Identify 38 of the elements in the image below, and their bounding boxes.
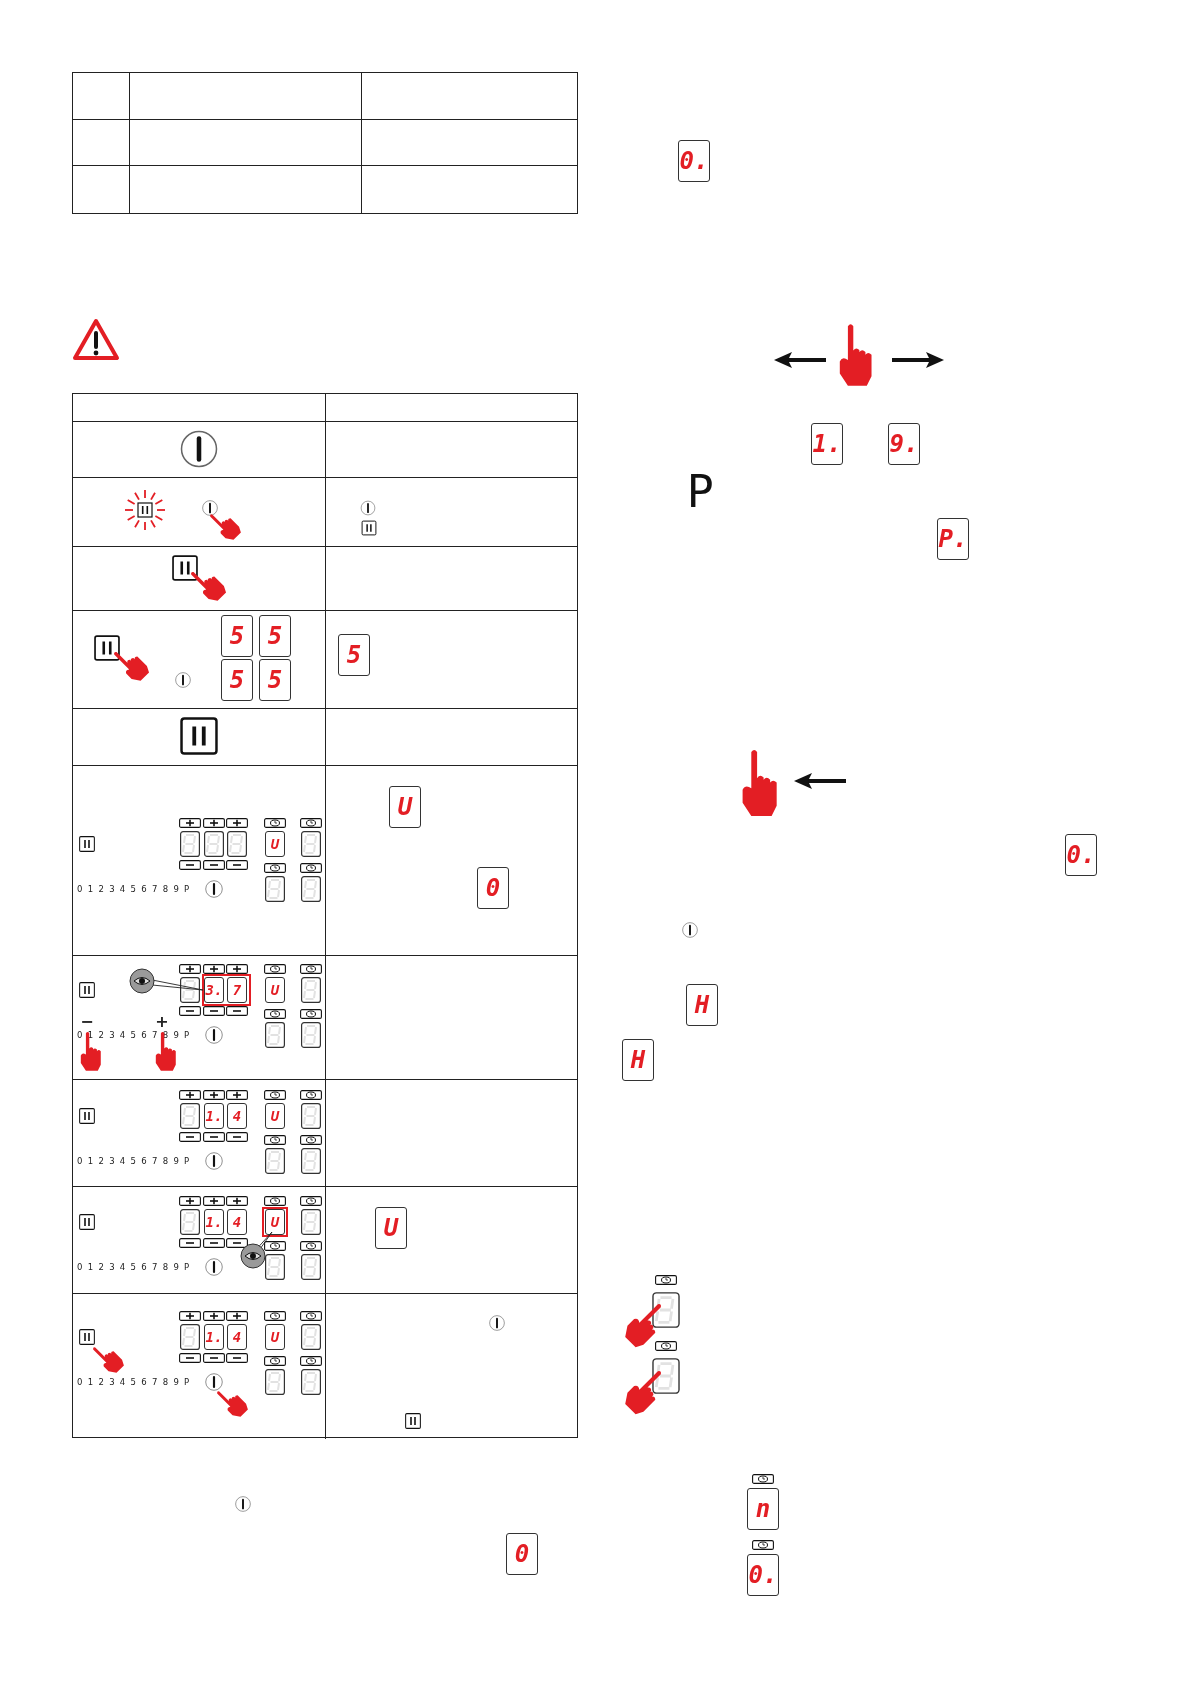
segment-display: 5 <box>221 615 253 657</box>
segment-display: U <box>265 977 285 1003</box>
segment-display: U <box>265 1209 285 1235</box>
power-level-scale: 0 1 2 3 4 5 6 7 8 9 P <box>77 1156 190 1166</box>
segment-display: 4 <box>227 1324 247 1350</box>
segment-display: n <box>747 1488 779 1530</box>
segment-display: 1. <box>811 423 843 465</box>
segment-display: H <box>686 984 718 1026</box>
power-level-scale: 0 1 2 3 4 5 6 7 8 9 P <box>77 1262 190 1272</box>
segment-display: 3. <box>204 977 224 1003</box>
segment-display: U <box>265 831 285 857</box>
program-letter: P <box>686 470 714 514</box>
segment-display: 0. <box>747 1554 779 1596</box>
segment-display: 4 <box>227 1103 247 1129</box>
segment-display: H <box>622 1039 654 1081</box>
segment-display: 5 <box>259 659 291 701</box>
segment-display: 7 <box>227 977 247 1003</box>
power-level-scale: 0 1 2 3 4 5 6 7 8 9 P <box>77 1377 190 1387</box>
segment-display: P. <box>937 518 969 560</box>
plus-sign: + <box>155 1014 169 1030</box>
segment-display: 4 <box>227 1209 247 1235</box>
segment-display: 5 <box>221 659 253 701</box>
segment-display: 1. <box>204 1324 224 1350</box>
segment-display: 0 <box>506 1533 538 1575</box>
segment-display: U <box>265 1103 285 1129</box>
segment-display: 1. <box>204 1103 224 1129</box>
segment-display: U <box>375 1207 407 1249</box>
segment-display: 0. <box>1065 834 1097 876</box>
segment-display: 1. <box>204 1209 224 1235</box>
segment-display: 0 <box>477 867 509 909</box>
segment-display: 0. <box>678 140 710 182</box>
segment-display: U <box>389 786 421 828</box>
minus-sign: − <box>80 1014 94 1030</box>
segment-display: 5 <box>259 615 291 657</box>
segment-display: 5 <box>338 634 370 676</box>
segment-display: 9. <box>888 423 920 465</box>
power-level-scale: 0 1 2 3 4 5 6 7 8 9 P <box>77 884 190 894</box>
segment-display: U <box>265 1324 285 1350</box>
